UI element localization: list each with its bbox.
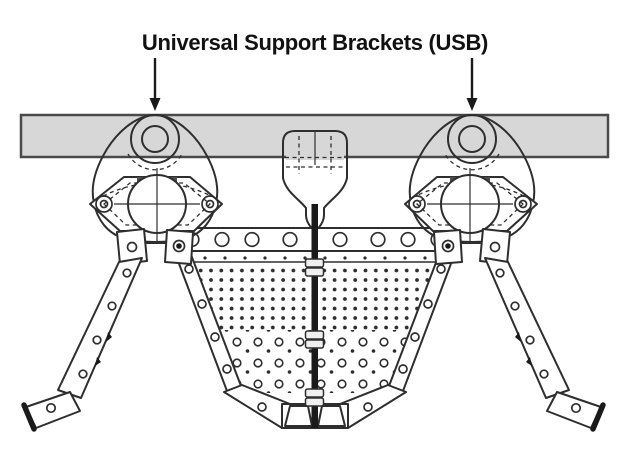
- diagram-title: Universal Support Brackets (USB): [142, 30, 488, 55]
- funnel-right-edge: [317, 177, 348, 229]
- foot-hole: [45, 402, 57, 414]
- down-arrow-icon: [466, 58, 478, 111]
- strap-clips: [304, 258, 325, 407]
- foot-end-cap: [21, 402, 37, 432]
- tab-hole: [126, 241, 138, 253]
- leg-holes: [78, 268, 132, 379]
- support-leg: [57, 257, 143, 399]
- funnel-left-edge: [282, 177, 313, 229]
- left-bracket-assembly: [21, 114, 223, 432]
- angled-band-hole: [257, 402, 267, 412]
- center-mounting-clamp: [282, 130, 348, 229]
- lug-hole: [141, 125, 169, 153]
- center-strap: [311, 204, 318, 428]
- flange-bolt-hole: [201, 195, 219, 213]
- flange-hidden-outline: [103, 182, 211, 226]
- bottom-foot-right: [317, 405, 346, 427]
- bottom-foot-left: [284, 405, 313, 427]
- lug-outer-ring: [130, 114, 180, 164]
- leg-weld-mark: [95, 357, 101, 366]
- down-arrow-icon: [149, 58, 161, 111]
- post-hole-ring: [172, 239, 186, 253]
- side-rail-holes: [184, 264, 232, 374]
- flange-bolt-hole-inner: [205, 199, 215, 209]
- leg-attach-tab: [116, 228, 148, 265]
- flange-bolt-hole: [95, 195, 113, 213]
- flange-bolt-hole-inner: [99, 199, 109, 209]
- perforated-pan: [171, 204, 459, 429]
- leg-weld-mark: [106, 332, 112, 342]
- post-hole: [176, 243, 182, 249]
- lug-hidden-arc: [127, 153, 183, 171]
